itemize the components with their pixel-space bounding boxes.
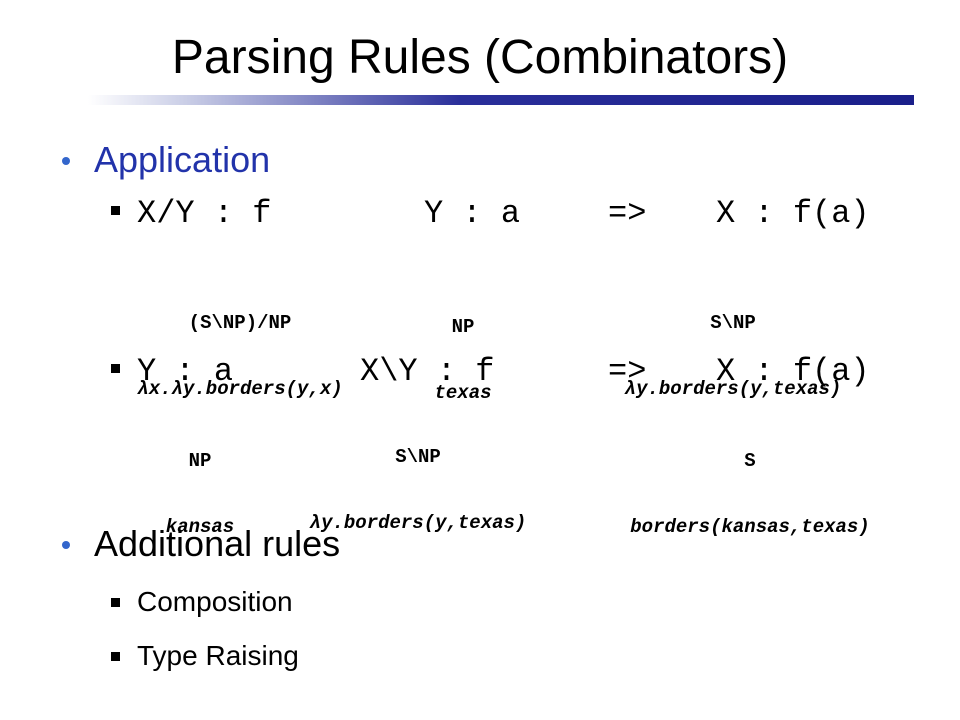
rule2-arrow: => <box>608 353 647 390</box>
rule2-left: Y : a <box>137 353 234 390</box>
rule1-annotation-right: S\NP λy.borders(y,texas) <box>625 268 842 422</box>
category-label: NP <box>451 316 475 338</box>
rule2-annotation-right: S borders(kansas,texas) <box>630 406 869 560</box>
square-bullet <box>111 206 120 215</box>
square-bullet <box>111 598 120 607</box>
category-label: S\NP <box>710 312 756 334</box>
semantics-label: kansas <box>165 516 235 538</box>
rule1-arrow: => <box>608 195 647 232</box>
category-label: NP <box>188 450 212 472</box>
bullet-dot <box>62 157 70 165</box>
semantics-label: borders(kansas,texas) <box>630 516 870 538</box>
category-label: (S\NP)/NP <box>188 312 292 334</box>
bullet-dot <box>62 541 70 549</box>
rule1-left: X/Y : f <box>137 195 272 232</box>
list-item-composition: Composition <box>137 586 293 617</box>
semantics-label: λx.λy.borders(y,x) <box>137 378 343 400</box>
category-label: S\NP <box>395 446 441 468</box>
rule1-annotation-left: (S\NP)/NP λx.λy.borders(y,x) <box>137 268 342 422</box>
rule2-annotation-mid: S\NP λy.borders(y,texas) <box>310 402 527 556</box>
heading-application: Application <box>94 139 271 180</box>
category-label: S <box>744 450 756 472</box>
rule1-annotation-mid: NP texas <box>434 272 491 426</box>
rule2-mid: X\Y : f <box>360 353 495 390</box>
rule1-result: X : f(a) <box>716 195 870 232</box>
list-item-type-raising: Type Raising <box>137 640 299 671</box>
semantics-label: texas <box>434 382 492 404</box>
slide-title: Parsing Rules (Combinators) <box>171 31 789 84</box>
square-bullet <box>111 652 120 661</box>
rule1-mid: Y : a <box>424 195 521 232</box>
rule2-result: X : f(a) <box>716 353 870 390</box>
semantics-label: λy.borders(y,texas) <box>624 378 842 400</box>
semantics-label: λy.borders(y,texas) <box>309 512 527 534</box>
heading-additional-rules: Additional rules <box>94 523 341 564</box>
square-bullet <box>111 364 120 373</box>
title-underline <box>88 95 914 105</box>
rule2-annotation-left: NP kansas <box>166 406 234 560</box>
